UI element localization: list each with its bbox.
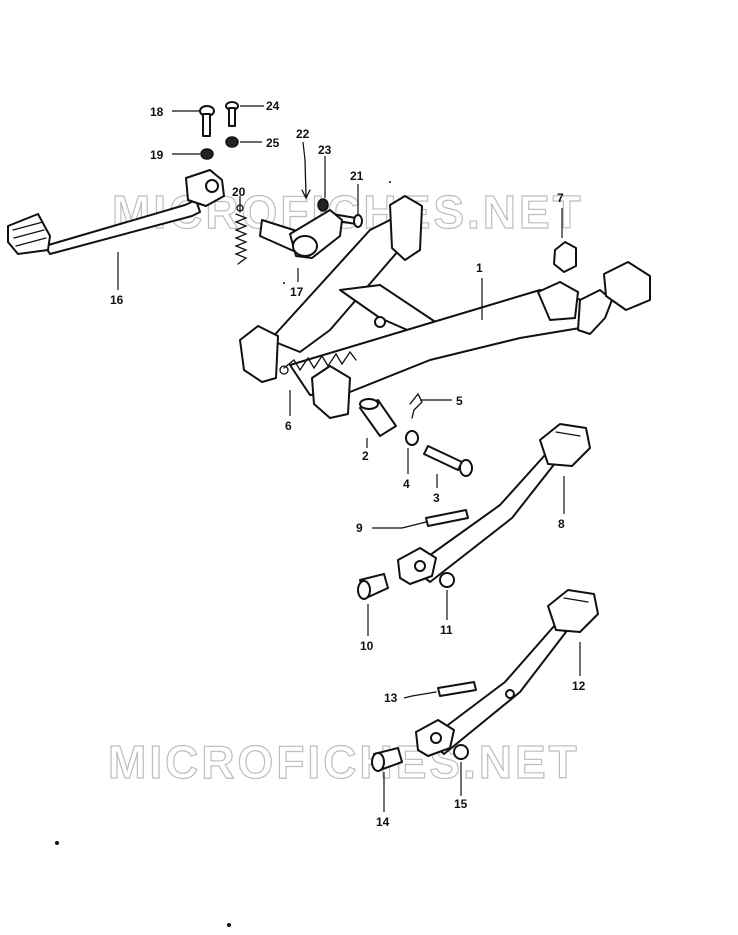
callout-12: 12 (572, 679, 586, 693)
callout-22: 22 (296, 127, 310, 141)
part-9-spring (401, 509, 469, 529)
part-14-bolt (371, 747, 403, 772)
part-24-bolt (225, 101, 239, 127)
part-20-spring (234, 199, 248, 265)
part-25-nut (225, 136, 239, 148)
part-22-pin (301, 159, 311, 200)
part-19-nut (200, 148, 214, 160)
part-18-bolt (199, 105, 215, 137)
part-17-pivot-shaft (259, 209, 343, 259)
callout-16: 16 (110, 293, 124, 307)
part-7-rubber-bump (553, 241, 577, 273)
callout-11: 11 (440, 623, 453, 637)
watermark-bottom: MICROFICHES.NET (108, 736, 580, 788)
part-13-spring (411, 681, 477, 697)
callout-14: 14 (376, 815, 390, 829)
callout-20: 20 (232, 185, 246, 199)
callout-5: 5 (456, 394, 463, 408)
callout-10: 10 (360, 639, 374, 653)
callout-23: 23 (318, 143, 332, 157)
part-23-washer (317, 198, 329, 212)
callout-3: 3 (433, 491, 440, 505)
part-8-side-stand (397, 423, 591, 585)
callout-17: 17 (290, 285, 304, 299)
callout-numbers: 1 2 3 4 5 6 7 8 9 10 11 12 13 14 15 16 1… (110, 99, 586, 829)
part-6-spring (279, 350, 357, 375)
part-12-side-stand-alt (415, 589, 599, 757)
leader-lines (117, 105, 581, 812)
part-3-bolt (423, 445, 473, 477)
part-1-stand-frame (239, 195, 651, 419)
part-4-washer (405, 430, 419, 446)
part-11-nut (439, 572, 455, 588)
part-16-brake-pedal (7, 169, 225, 255)
callout-19: 19 (150, 148, 164, 162)
callout-7: 7 (557, 191, 564, 205)
callout-21: 21 (350, 169, 364, 183)
part-15-nut (453, 744, 469, 760)
callout-24: 24 (266, 99, 280, 113)
callout-25: 25 (266, 136, 280, 150)
callout-1: 1 (476, 261, 483, 275)
part-5-clip (409, 392, 423, 419)
callout-2: 2 (362, 449, 369, 463)
part-10-bolt (357, 573, 389, 600)
callout-13: 13 (384, 691, 398, 705)
callout-4: 4 (403, 477, 410, 491)
callout-18: 18 (150, 105, 164, 119)
callout-8: 8 (558, 517, 565, 531)
part-2-sleeve (359, 398, 397, 437)
scan-specks (55, 181, 391, 927)
callout-6: 6 (285, 419, 292, 433)
callout-15: 15 (454, 797, 468, 811)
callout-9: 9 (356, 521, 363, 535)
